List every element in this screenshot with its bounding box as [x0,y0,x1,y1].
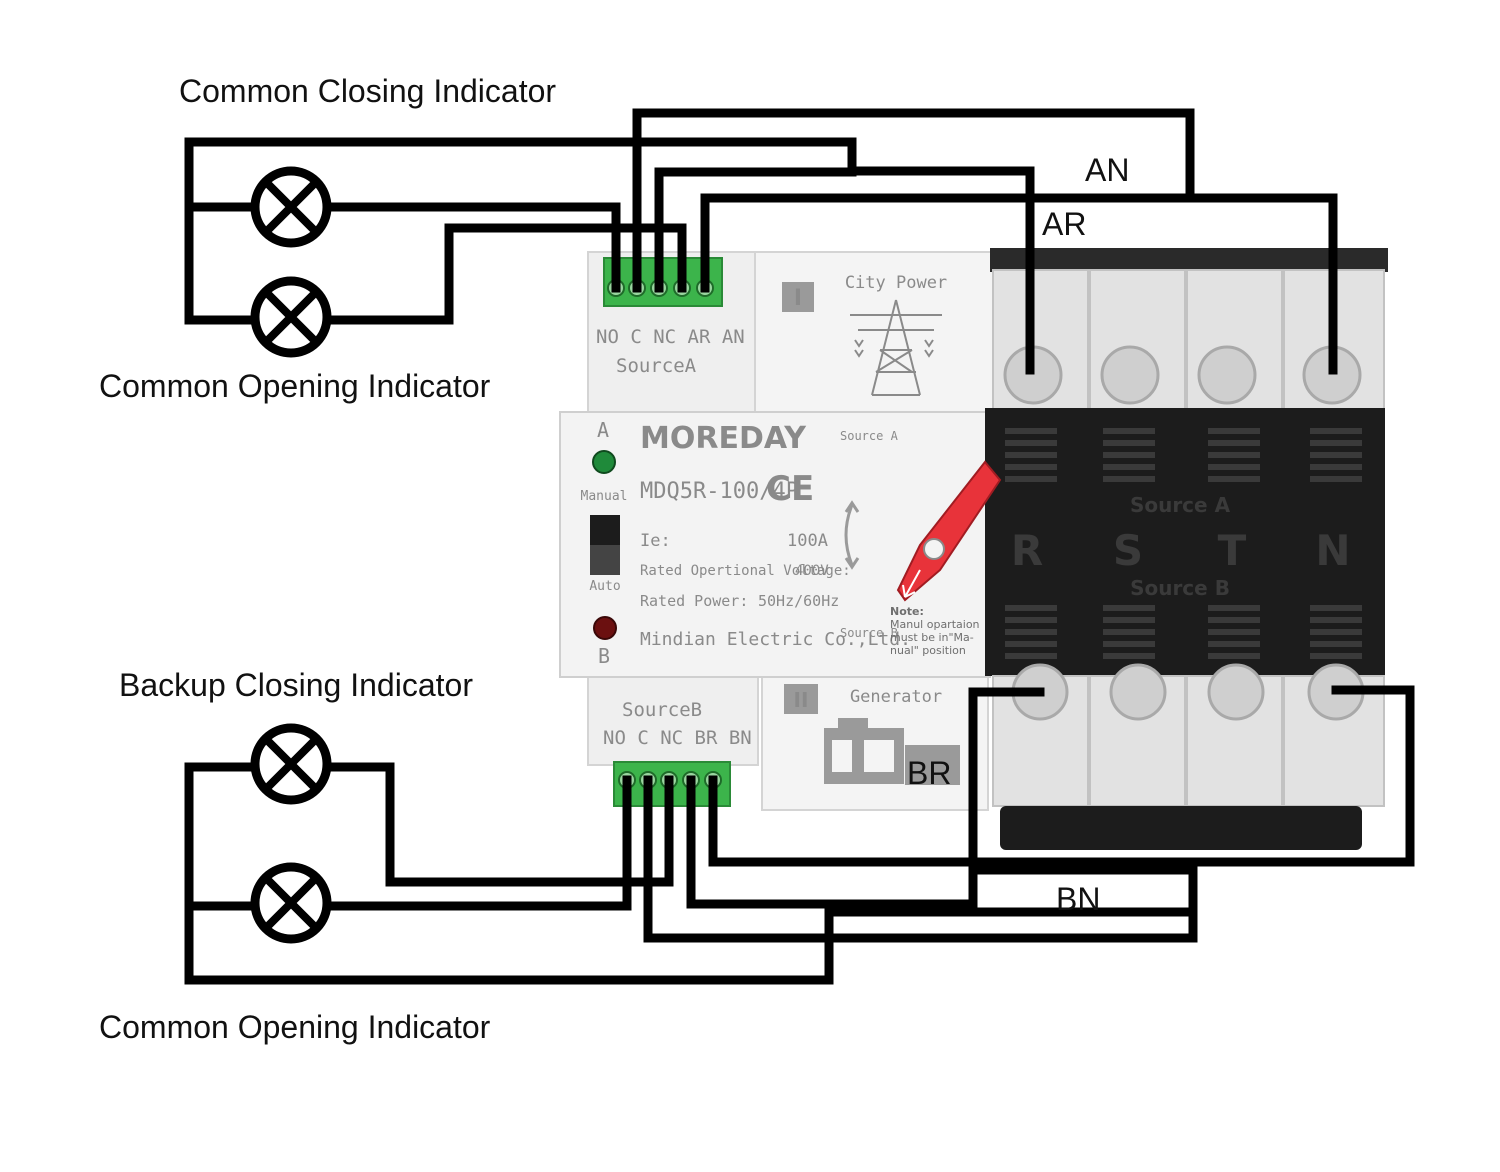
generator-icon [824,718,960,785]
source-a-terminal-labels: NO C NC AR AN [596,326,745,348]
switch-knob [590,545,620,575]
source-a-label: SourceA [616,355,697,377]
voltage-label: Rated Opertional Voltage: [640,563,851,579]
breaker-source-b-label: Source B [1130,576,1230,600]
indicator-lamp-icon [250,862,332,944]
section-one-label: I [794,286,802,311]
common-opening-indicator-top-label: Common Opening Indicator [99,368,491,404]
wire-c-up [632,108,1195,293]
led-a-label: A [597,418,609,442]
bn-wire-label: BN [1056,881,1100,917]
br-wire-label: BR [907,755,951,791]
indicator-lamp-icon [250,276,332,358]
phase-n-label: N [1315,526,1350,575]
wire-bn [708,685,1415,867]
backup-closing-indicator-label: Backup Closing Indicator [119,667,473,703]
breaker-top-terminals [992,269,1385,411]
note-line-2: must be in"Ma- [890,631,974,644]
transfer-handle[interactable] [896,460,1002,602]
wire-ar [654,167,857,293]
wire-opening-b-to-c [322,775,632,911]
section-two-badge [784,684,818,714]
power-label: Rated Power: [640,592,748,610]
indicator-lamp-icon [250,723,332,805]
wire-bc [643,775,1198,943]
led-b [593,616,617,640]
phase-r-label: R [1011,526,1043,575]
source-b-small-label: Source B [840,626,898,640]
common-closing-indicator-label: Common Closing Indicator [179,73,556,109]
wire-closing-b-to-no [322,762,674,887]
manual-label: Manual [581,489,628,504]
breaker-bottom-terminals [992,663,1385,807]
wire-top-common-loop [184,202,260,325]
power-tower-icon [850,299,942,396]
brand-logo: MOREDAY [640,421,807,456]
maker-label: Mindian Electric Co.,Ltd. [640,629,911,650]
source-a-small-label: Source A [840,429,899,443]
common-opening-indicator-bottom-label: Common Opening Indicator [99,1009,491,1045]
ie-value: 100A [787,531,828,551]
led-a [592,450,616,474]
led-b-label: B [598,644,610,668]
phase-s-label: S [1113,526,1143,575]
breaker-bottom-cap [1000,806,1362,850]
section-two-label: II [794,688,809,712]
wire-opening-to-nc [322,223,687,325]
note-line-3: nual" position [890,644,966,657]
wire-br [686,687,1045,909]
breaker-vents [1005,428,1362,659]
auto-label: Auto [589,579,620,594]
breaker-top-cap [990,248,1388,272]
phase-t-label: T [1218,526,1247,575]
note-title: Note: [890,605,924,618]
source-b-label: SourceB [622,699,702,721]
voltage-value: 400V [795,563,829,579]
wire-an [700,193,1338,375]
model-label: MDQ5R-100/4P [640,479,799,504]
an-wire-label: AN [1085,152,1129,188]
note-line-1: Manul opartaion [890,618,980,631]
wire-top-common-to-nc [184,137,1035,375]
breaker-source-a-label: Source A [1130,493,1231,517]
section-one-badge [782,282,814,312]
indicator-lamps [250,166,332,944]
rotation-arrow-icon [844,500,860,570]
power-value: 50Hz/60Hz [758,592,839,610]
source-b-terminal-labels: NO C NC BR BN [603,727,752,749]
generator-label: Generator [850,687,942,707]
ie-label: Ie: [640,531,671,551]
indicator-lamp-icon [250,166,332,248]
faceplate [559,411,991,678]
ce-mark-icon: CE [766,469,814,509]
wiring [184,108,1415,985]
city-power-label: City Power [845,273,947,293]
wire-closing-to-no [322,202,621,293]
ar-wire-label: AR [1042,206,1086,242]
